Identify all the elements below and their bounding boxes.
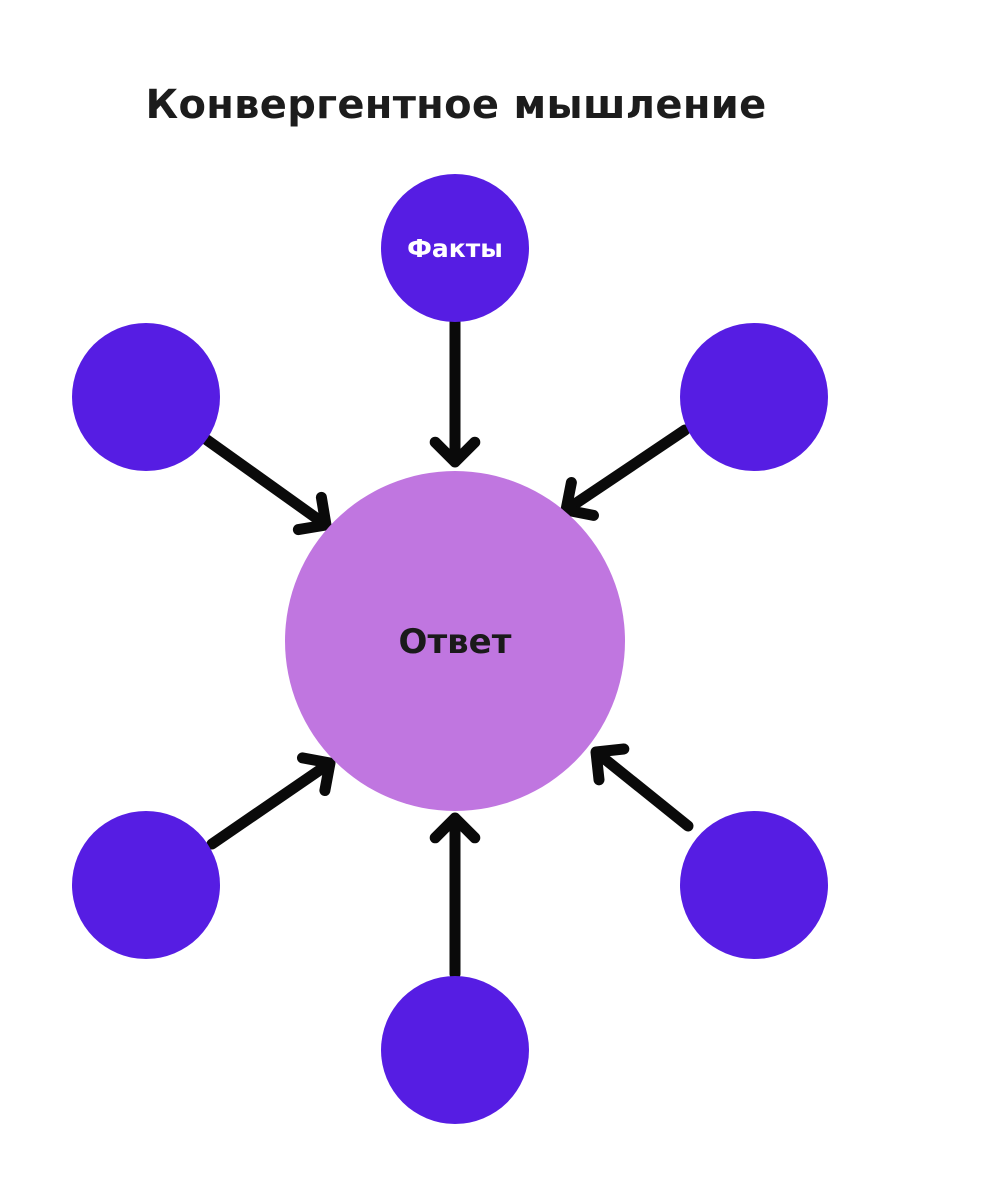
- outer-node-bottom-right: [680, 811, 828, 959]
- center-node-circle: [285, 471, 625, 811]
- arrow-shaft: [201, 434, 330, 529]
- outer-node-top-left: [72, 323, 220, 471]
- arrow-top-left: [201, 434, 332, 536]
- arrows-layer: [201, 316, 694, 980]
- outer-node-label: Факты: [407, 234, 503, 263]
- arrow-head: [296, 752, 336, 797]
- arrow-bottom-left: [206, 752, 336, 850]
- arrow-head: [429, 812, 481, 844]
- arrow-shaft: [206, 759, 334, 850]
- arrow-bottom: [429, 812, 481, 980]
- outer-node-bottom-left: [72, 811, 220, 959]
- arrow-head: [292, 491, 332, 536]
- center-node-label: Ответ: [399, 622, 512, 662]
- arrow-shaft: [592, 748, 694, 832]
- arrow-head: [590, 743, 630, 786]
- center-node: Ответ: [285, 471, 625, 811]
- outer-node-circle: [381, 976, 529, 1124]
- outer-node-circle: [680, 323, 828, 471]
- arrow-shaft: [562, 424, 691, 514]
- arrow-head: [560, 477, 599, 521]
- outer-node-circle: [680, 811, 828, 959]
- outer-node-circle: [381, 174, 529, 322]
- outer-node-circle: [72, 811, 220, 959]
- arrow-top-right: [560, 424, 691, 521]
- arrow-top: [429, 316, 481, 468]
- outer-node-top-right: [680, 323, 828, 471]
- diagram-title: Конвергентное мышление: [145, 82, 767, 128]
- outer-node-bottom: [381, 976, 529, 1124]
- outer-node-circle: [72, 323, 220, 471]
- arrow-bottom-right: [590, 743, 694, 832]
- arrow-head: [429, 436, 481, 468]
- nodes-layer: Ответ Факты: [72, 174, 828, 1124]
- outer-node-top: Факты: [381, 174, 529, 322]
